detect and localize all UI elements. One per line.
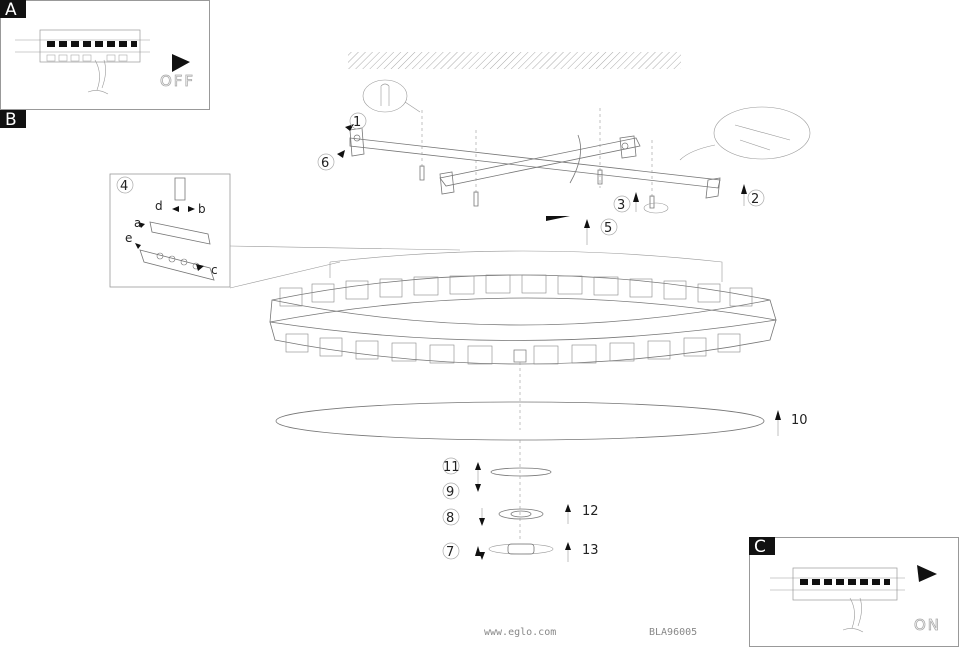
crystal-ring <box>269 250 777 365</box>
panel-a-tag-box <box>0 0 26 18</box>
fuse-switch-row-c <box>770 567 905 633</box>
callout-10: 10 <box>791 413 808 428</box>
panel-a-state: OFF <box>160 72 195 90</box>
callout-9: 9 <box>446 485 454 500</box>
callout-13: 13 <box>582 543 599 558</box>
callout-6: 6 <box>321 156 329 171</box>
mounting-bracket <box>349 108 721 200</box>
small-parts <box>488 440 554 555</box>
callout-circles <box>116 112 765 560</box>
assembly-arrows <box>135 124 781 560</box>
fuse-switch-row-a <box>15 29 150 95</box>
detail-letter-d: d <box>155 199 163 213</box>
panel-c-tag-box <box>749 537 775 555</box>
detail-letter-b: b <box>198 202 206 216</box>
callout-3: 3 <box>617 198 625 213</box>
ceiling-hatch <box>348 52 681 69</box>
panel-a: A OFF <box>0 0 210 110</box>
panel-c-state: ON <box>914 616 941 634</box>
switch-arrow-icon <box>172 54 190 72</box>
callout-11: 11 <box>443 460 460 475</box>
panel-c-tag: C <box>754 537 766 557</box>
callout-8: 8 <box>446 511 454 526</box>
callout-5: 5 <box>604 221 612 236</box>
panel-b-tag-box <box>0 110 26 128</box>
diffuser-disc <box>275 362 765 441</box>
arrow-stems <box>477 194 779 562</box>
callout-4: 4 <box>120 179 128 194</box>
panel-c: C ON <box>749 537 959 647</box>
footer-code: BLA96005 <box>649 627 697 638</box>
callout-1: 1 <box>353 115 361 130</box>
panel-4-detail <box>109 173 461 289</box>
screws <box>419 165 669 214</box>
callout-7: 7 <box>446 545 454 560</box>
detail-letter-e: e <box>125 231 132 245</box>
switch-arrow-icon <box>917 565 937 582</box>
footer-website: www.eglo.com <box>484 627 556 638</box>
detail-letter-c: c <box>211 263 218 277</box>
measure-detail-bubble <box>679 106 811 161</box>
plug-detail-bubble <box>362 79 421 113</box>
panel-a-tag: A <box>5 0 17 20</box>
callout-2: 2 <box>751 192 759 207</box>
callout-12: 12 <box>582 504 599 519</box>
detail-letter-a: a <box>134 216 141 230</box>
panel-b-tag: B <box>5 110 17 130</box>
